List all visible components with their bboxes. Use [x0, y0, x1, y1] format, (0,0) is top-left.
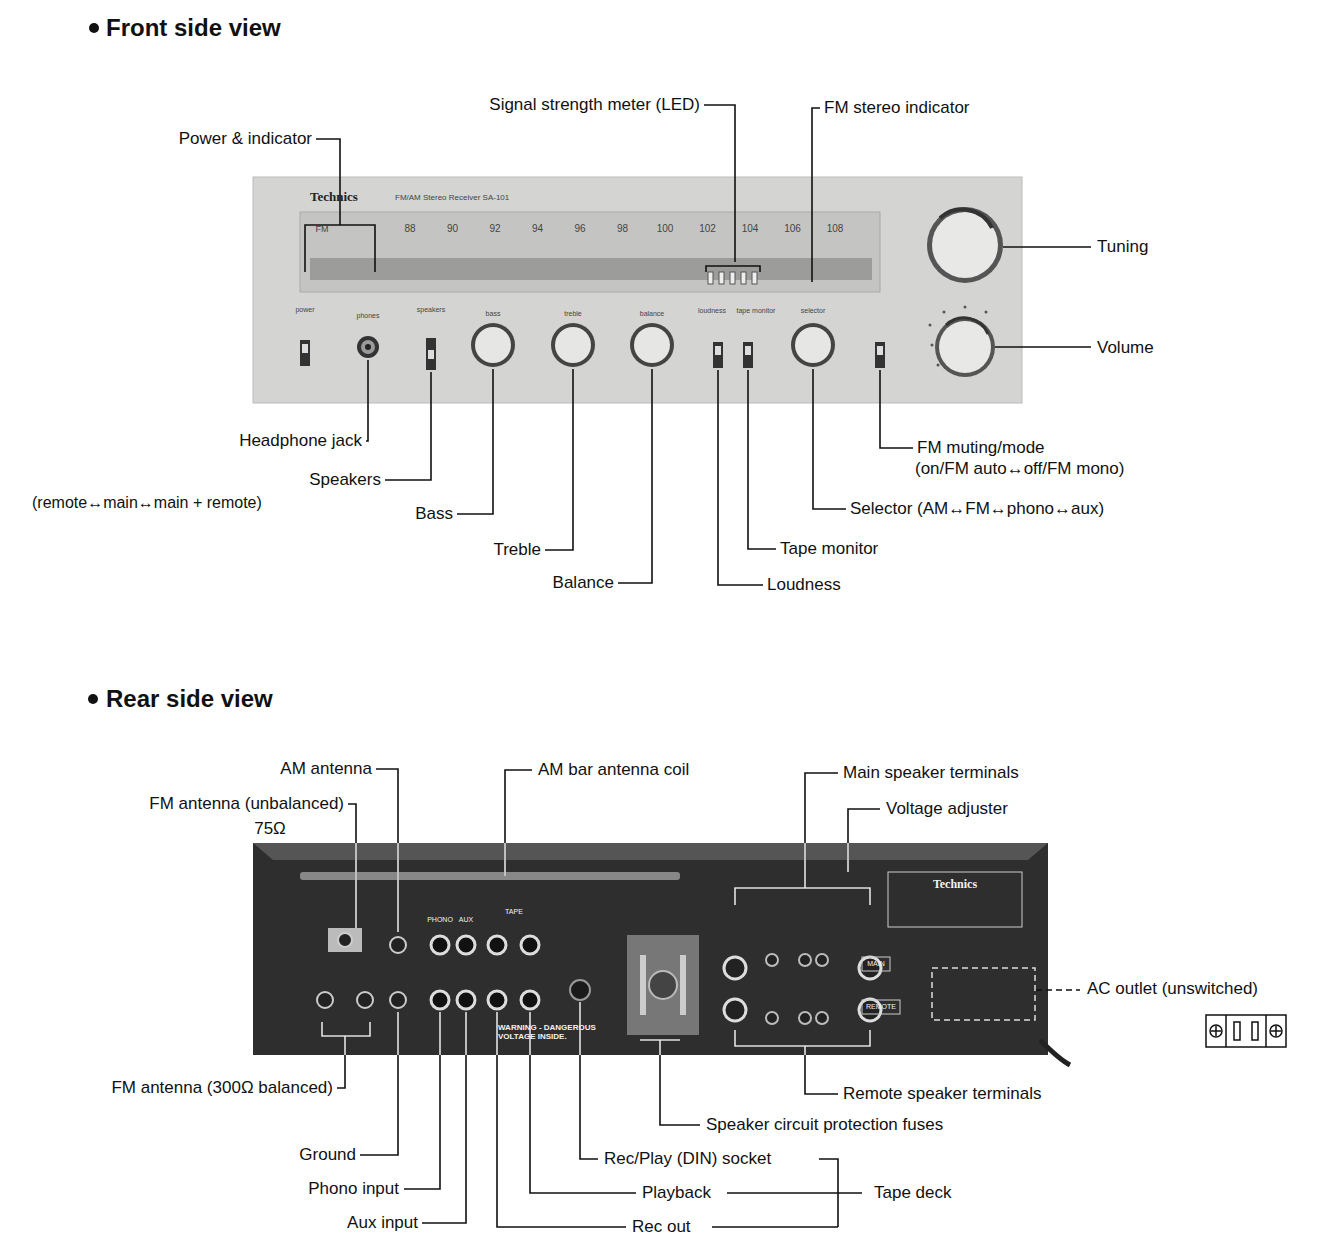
callout-label: Rec out — [632, 1217, 691, 1237]
jack-legend: AUX — [459, 916, 473, 924]
callout-label: Tuning — [1097, 237, 1148, 257]
jack-legend: TAPE — [505, 908, 523, 916]
callout-label: AM antenna — [280, 759, 372, 779]
control-legend: phones — [357, 312, 380, 320]
dial-number: 94 — [532, 223, 543, 235]
warning-text: WARNING - DANGEROUS VOLTAGE INSIDE. — [498, 1023, 608, 1041]
callout-label: Treble — [493, 540, 541, 560]
callout-label: Voltage adjuster — [886, 799, 1008, 819]
callout-label: Loudness — [767, 575, 841, 595]
callout-note: 75Ω — [254, 819, 286, 839]
brand-logo: Technics — [933, 878, 977, 892]
callout-label: Remote speaker terminals — [843, 1084, 1041, 1104]
callout-note: (on/FM auto↔off/FM mono) — [915, 459, 1124, 479]
callout-label: AM bar antenna coil — [538, 760, 689, 780]
terminal-legend: REMOTE — [866, 1003, 896, 1011]
dial-number: 88 — [404, 223, 415, 235]
callout-label: Volume — [1097, 338, 1154, 358]
section-heading: Front side view — [106, 14, 281, 42]
control-legend: treble — [564, 310, 582, 318]
callout-label: Aux input — [347, 1213, 418, 1233]
callout-label: Playback — [642, 1183, 711, 1203]
callout-label: Tape monitor — [780, 539, 878, 559]
control-legend: balance — [640, 310, 665, 318]
panel-text: FM/AM Stereo Receiver SA-101 — [395, 193, 509, 202]
brand-logo: Technics — [310, 190, 358, 205]
control-legend: loudness — [698, 307, 726, 315]
callout-label: AC outlet (unswitched) — [1087, 979, 1258, 999]
callout-label: Speakers — [309, 470, 381, 490]
callout-label: Signal strength meter (LED) — [489, 95, 700, 115]
callout-label: Main speaker terminals — [843, 763, 1019, 783]
callout-label: Power & indicator — [179, 129, 312, 149]
dial-number: 96 — [574, 223, 585, 235]
callout-label: Selector (AM↔FM↔phono↔aux) — [850, 499, 1104, 519]
jack-legend: PHONO — [427, 916, 453, 924]
dial-number: 104 — [742, 223, 759, 235]
callout-label: Ground — [299, 1145, 356, 1165]
dial-number: 106 — [784, 223, 801, 235]
dial-number: 98 — [617, 223, 628, 235]
callout-label: Balance — [553, 573, 614, 593]
control-legend: tape monitor — [737, 307, 776, 315]
control-legend: power — [295, 306, 314, 314]
control-legend: speakers — [417, 306, 445, 314]
callout-label: Phono input — [308, 1179, 399, 1199]
dial-number: 100 — [657, 223, 674, 235]
terminal-legend: MAIN — [867, 960, 885, 968]
callout-label: FM muting/mode — [917, 438, 1045, 458]
section-heading: Rear side view — [106, 685, 273, 713]
callout-label: Headphone jack — [239, 431, 362, 451]
callout-label: FM stereo indicator — [824, 98, 970, 118]
callout-label: FM antenna (300Ω balanced) — [111, 1078, 333, 1098]
control-legend: selector — [801, 307, 826, 315]
dial-number: 90 — [447, 223, 458, 235]
callout-label: Tape deck — [874, 1183, 952, 1203]
callout-label: Rec/Play (DIN) socket — [604, 1149, 771, 1169]
dial-number: 108 — [827, 223, 844, 235]
callout-label: Bass — [415, 504, 453, 524]
callout-label: Speaker circuit protection fuses — [706, 1115, 943, 1135]
dial-number: 102 — [699, 223, 716, 235]
dial-number: 92 — [489, 223, 500, 235]
control-legend: bass — [486, 310, 501, 318]
callout-note: (remote↔main↔main + remote) — [32, 494, 262, 512]
dial-text: FM — [316, 224, 329, 234]
callout-label: FM antenna (unbalanced) — [149, 794, 344, 814]
